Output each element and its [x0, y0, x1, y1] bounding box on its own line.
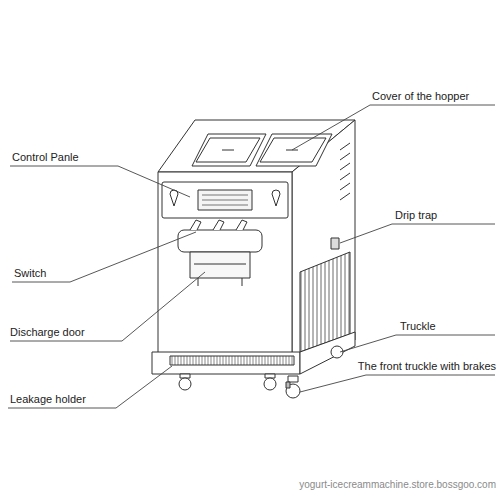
part-label: Discharge door	[10, 326, 85, 339]
door-edge	[198, 278, 199, 286]
side-slat	[340, 163, 350, 170]
part-label: Cover of the hopper	[372, 90, 469, 103]
caster-mount	[265, 374, 275, 378]
truckle	[179, 378, 191, 390]
discharge-head	[178, 230, 262, 252]
side-slat	[340, 193, 350, 200]
caster-mount	[288, 376, 298, 382]
part-label: Truckle	[400, 320, 436, 333]
caster-mount	[180, 374, 190, 378]
switch-handle	[213, 220, 224, 230]
side-slat	[340, 183, 350, 190]
panel-display	[198, 190, 252, 210]
part-label: Control Panle	[12, 151, 79, 164]
cone-icon	[272, 190, 280, 206]
hopper-lid	[260, 138, 326, 162]
leader-line	[300, 375, 495, 392]
leader-line	[10, 166, 190, 197]
base-side	[300, 332, 355, 374]
door-edge	[194, 264, 246, 265]
door-edge	[242, 278, 243, 286]
hopper-lid	[192, 134, 266, 166]
truckle	[264, 378, 276, 390]
side-slat	[340, 173, 350, 180]
leader-line	[292, 105, 495, 150]
control-panel	[162, 182, 288, 218]
part-label: Leakage holder	[10, 393, 86, 406]
brake	[286, 382, 290, 388]
part-label: Drip trap	[395, 209, 437, 222]
panel-text-stroke	[202, 205, 248, 206]
front-face	[158, 172, 292, 362]
leader-line	[10, 272, 205, 341]
watermark: yogurt-icecreammachine.store.bossgoo.com	[299, 478, 496, 491]
part-label: Switch	[14, 267, 46, 280]
leader-line	[340, 224, 495, 243]
base-platform	[152, 352, 300, 374]
hopper-lid	[256, 134, 332, 166]
panel-text-stroke	[202, 195, 248, 196]
hopper-lid	[196, 138, 260, 162]
side-slat	[340, 153, 350, 160]
discharge-door	[190, 252, 250, 278]
lid-handle	[222, 150, 234, 151]
leader-line	[8, 366, 172, 408]
part-label: The front truckle with brakes	[358, 360, 496, 373]
leader-line	[340, 335, 495, 352]
side-slat	[340, 143, 350, 150]
cone-icon	[170, 190, 178, 206]
drip-trap	[331, 238, 339, 249]
panel-text-stroke	[202, 200, 248, 201]
switch-handle	[236, 220, 247, 230]
leader-line	[12, 232, 196, 282]
switch-handle	[190, 220, 201, 230]
leakage-holder	[170, 356, 294, 365]
